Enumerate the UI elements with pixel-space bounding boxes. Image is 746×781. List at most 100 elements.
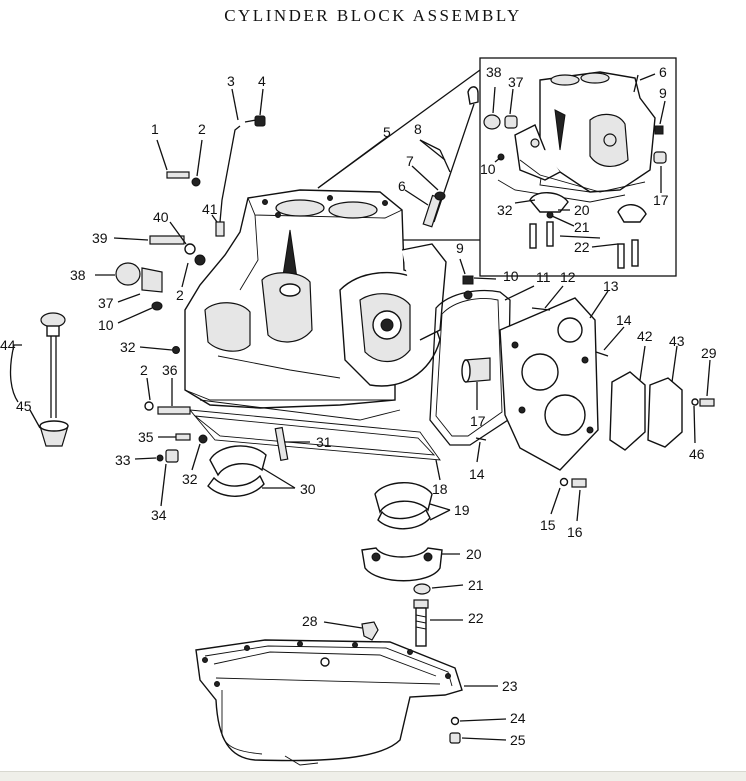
washer-2b [194,254,206,266]
gasket-11 [429,289,511,446]
label-11: 11 [536,269,551,285]
label-39: 39 [92,230,108,246]
label-17: 17 [653,192,669,208]
label-14: 14 [616,312,632,328]
bolt-22-inset [529,223,537,249]
label-3: 3 [227,73,235,89]
bearing-half-30a [209,445,267,477]
diagram-title: CYLINDER BLOCK ASSEMBLY [224,6,522,25]
label-45: 45 [16,398,32,414]
oil-pump-44 [39,312,69,447]
bolt-1 [166,171,190,179]
label-40: 40 [153,209,169,225]
label-20: 20 [466,546,482,562]
plug-38 [115,262,141,286]
plate-hole [521,353,559,391]
label-38: 38 [70,267,86,283]
label-9: 9 [659,85,667,101]
label-9: 9 [456,240,464,256]
bolt-29 [699,398,715,407]
fitting-4 [254,115,266,127]
label-22: 22 [468,610,484,626]
label-10: 10 [98,317,114,333]
label-25: 25 [510,732,526,748]
label-10: 10 [480,161,496,177]
washer-24 [450,716,460,726]
oil-pan-23 [195,639,463,766]
label-19: 19 [454,502,470,518]
plug-9 [462,275,474,285]
plug-32 [172,346,180,354]
bolt-16 [571,478,587,488]
bearing-19a [374,482,433,514]
label-23: 23 [502,678,518,694]
label-32: 32 [182,471,198,487]
label-8: 8 [414,121,422,137]
label-17: 17 [470,413,486,429]
pin-14b [475,437,487,441]
label-38: 38 [486,64,502,80]
bearing-cap-20-inset-b [617,204,647,223]
pin-31 [274,426,289,461]
cover-42 [609,371,646,451]
cylinder-block [184,189,447,421]
label-14: 14 [469,466,485,482]
inset-frame [479,57,677,277]
part-labels: 1 2 3 4 5 8 7 6 38 37 6 9 10 17 32 20 21… [0,64,717,748]
label-32: 32 [120,339,136,355]
bushing-37-inset [504,115,518,129]
oil-line-3 [219,125,241,233]
lock-washer-21 [413,583,431,595]
drain-plug-34 [165,449,179,463]
bearing-cap-20-inset [529,192,569,213]
inset-box [317,57,677,277]
breather-28 [361,621,379,641]
oil-pan-gasket-18 [188,409,441,461]
label-16: 16 [567,524,583,540]
pin-14a [595,351,609,357]
label-30: 30 [300,481,316,497]
bolt-22-inset-b [546,221,554,247]
label-35: 35 [138,429,154,445]
label-20: 20 [574,202,590,218]
plug-32c [198,434,208,444]
pin-12 [531,307,551,311]
label-12: 12 [560,269,576,285]
plug-9-inset [654,125,664,135]
label-21: 21 [468,577,484,593]
washer-2a [191,177,201,187]
plug-10c [463,290,473,300]
washer-46 [691,398,699,406]
plug-25 [449,732,461,744]
bolt-22-inset-c [617,243,625,269]
plug-38-inset [483,114,501,130]
bushing-37 [141,267,163,293]
washer-40 [184,243,196,255]
label-37: 37 [98,295,114,311]
label-2: 2 [198,121,206,137]
label-2: 2 [140,362,148,378]
gasket-43 [647,377,683,448]
washer-21-inset [546,211,554,219]
label-32: 32 [497,202,513,218]
label-5: 5 [383,124,391,140]
label-31: 31 [316,434,332,450]
bolt-39 [149,235,185,245]
label-21: 21 [574,219,590,235]
bearing-19b [377,508,431,530]
label-2: 2 [176,287,184,303]
fitting-41 [215,221,225,237]
label-41: 41 [202,201,218,217]
bearing-half-30b [207,474,265,497]
label-13: 13 [603,278,619,294]
washer-33 [156,454,164,462]
label-37: 37 [508,74,524,90]
seal-7 [434,191,446,201]
bottom-edge-strip [0,771,746,781]
label-6: 6 [659,64,667,80]
label-6: 6 [398,178,406,194]
label-42: 42 [637,328,653,344]
plug-10 [151,301,163,311]
dipstick-8 [433,103,475,223]
label-29: 29 [701,345,717,361]
